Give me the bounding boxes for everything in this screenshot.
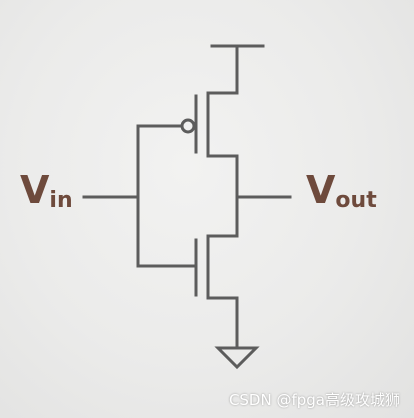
output-label-main: V [306, 168, 335, 212]
pmos-bubble [180, 118, 196, 134]
input-label-main: V [20, 168, 49, 212]
output-label-subscript: out [335, 188, 377, 213]
output-voltage-label: Vout [306, 168, 377, 213]
ground-symbol [214, 346, 260, 370]
input-voltage-label: Vin [20, 168, 73, 213]
nmos-transistor [136, 234, 239, 300]
input-label-subscript: in [49, 188, 73, 213]
pmos-transistor [136, 91, 239, 158]
watermark-text: CSDN @fpga高级攻城狮 [228, 391, 400, 409]
